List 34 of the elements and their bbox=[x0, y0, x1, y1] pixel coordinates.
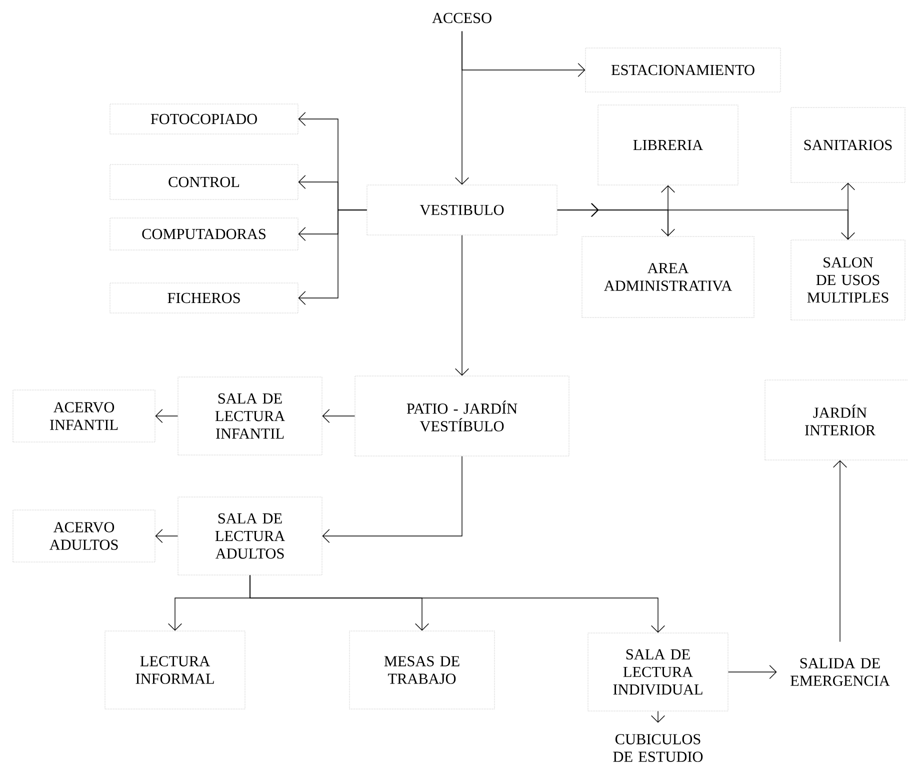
arrow bbox=[660, 185, 676, 236]
arrow bbox=[462, 30, 586, 78]
room-box: FOTOCOPIADO bbox=[110, 104, 298, 134]
arrow bbox=[155, 408, 178, 424]
room-box: JARDÍN INTERIOR bbox=[764, 380, 908, 460]
room-box: LECTURA INFORMAL bbox=[104, 630, 246, 710]
room-box: SANITARIOS bbox=[790, 107, 906, 183]
room-box: ESTACIONAMIENTO bbox=[585, 48, 781, 92]
room-box: ACERVO INFANTIL bbox=[12, 390, 156, 442]
room-box: SALA DE LECTURA ADULTOS bbox=[178, 496, 322, 576]
arrow bbox=[298, 210, 368, 306]
room-label: ACCESO bbox=[432, 12, 492, 24]
arrow bbox=[155, 529, 178, 544]
room-box: PATIO - JARDÍN VESTÍBULO bbox=[354, 376, 570, 456]
room-box: LIBRERIA bbox=[598, 104, 738, 186]
room-box: SALON DE USOS MULTIPLES bbox=[790, 240, 906, 320]
room-box: VESTIBULO bbox=[366, 184, 558, 236]
room-box: CONTROL bbox=[110, 164, 298, 200]
arrow bbox=[322, 408, 356, 424]
room-box: SALA DE LECTURA INDIVIDUAL bbox=[588, 632, 728, 712]
room-box: AREA ADMINISTRATIVA bbox=[582, 236, 754, 318]
arrow bbox=[454, 234, 470, 376]
room-box: FICHEROS bbox=[110, 282, 298, 314]
arrow bbox=[728, 664, 777, 680]
room-box: ACERVO ADULTOS bbox=[12, 510, 156, 562]
room-label: CUBICULOS DE ESTUDIO bbox=[613, 734, 703, 762]
room-label: SALIDA DE EMERGENCIA bbox=[790, 658, 890, 686]
room-box: COMPUTADORAS bbox=[110, 218, 298, 250]
arrow bbox=[250, 574, 666, 633]
room-box: MESAS DE TRABAJO bbox=[349, 630, 495, 710]
arrow bbox=[840, 182, 856, 240]
room-box: SALA DE LECTURA INFANTIL bbox=[178, 376, 322, 456]
arrow bbox=[833, 460, 848, 642]
arrow bbox=[322, 456, 462, 544]
